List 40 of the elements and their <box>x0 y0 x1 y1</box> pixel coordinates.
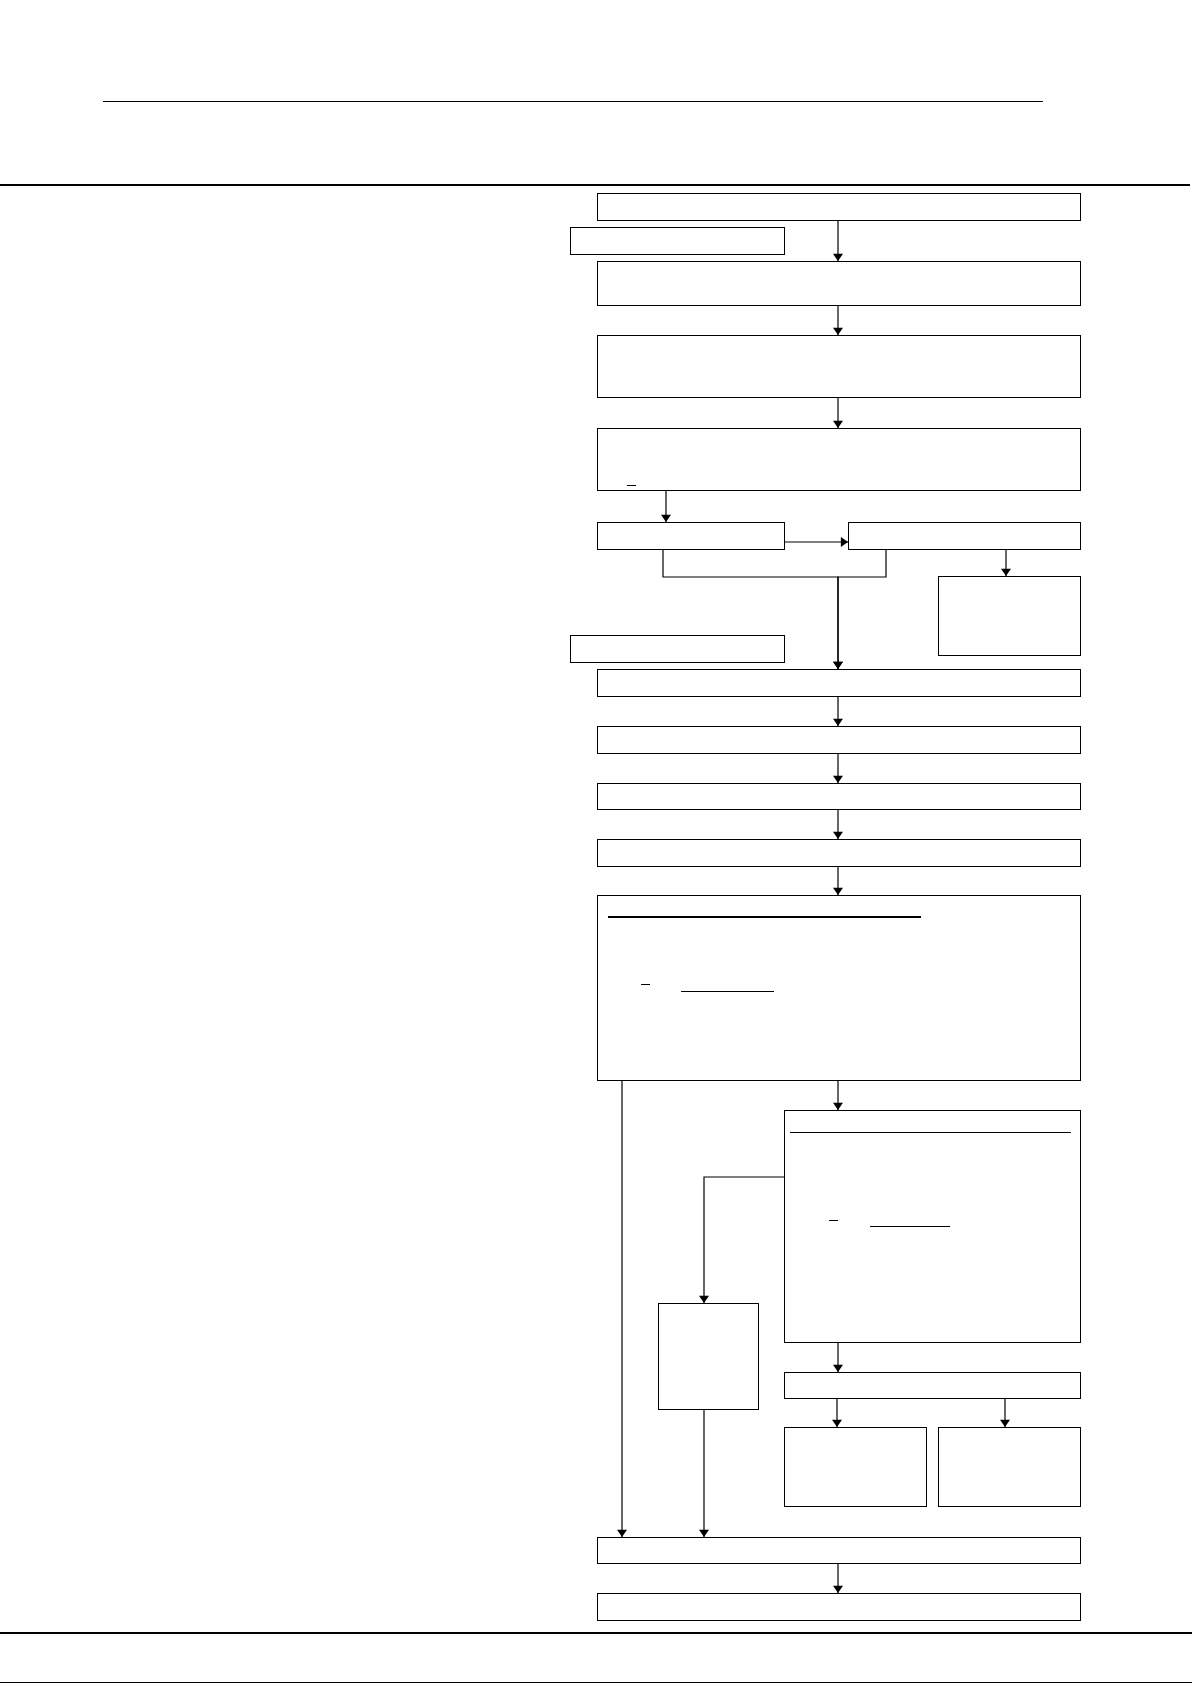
arrow <box>833 809 843 840</box>
process-box <box>597 522 785 550</box>
arrow <box>833 753 843 784</box>
process-box <box>597 839 1081 867</box>
arrow <box>1000 1398 1010 1428</box>
process-box <box>597 193 1081 221</box>
arrow <box>699 1176 785 1304</box>
process-box <box>597 726 1081 754</box>
arrow <box>784 537 849 547</box>
arrow <box>617 1080 627 1538</box>
arrow <box>833 1342 843 1373</box>
process-box <box>938 1427 1081 1507</box>
process-box <box>597 783 1081 810</box>
arrow <box>833 866 843 896</box>
process-box <box>848 522 1081 550</box>
process-box <box>570 227 785 255</box>
process-box <box>597 669 1081 697</box>
arrow <box>1001 549 1011 577</box>
process-box <box>597 1593 1081 1621</box>
process-box <box>597 1537 1081 1564</box>
arrow <box>833 397 843 429</box>
arrow <box>832 1398 842 1428</box>
arrow <box>833 1563 843 1594</box>
arrow <box>661 490 671 523</box>
arrow <box>833 220 843 262</box>
process-box <box>784 1110 1081 1343</box>
process-box <box>784 1427 927 1507</box>
process-box <box>658 1303 759 1410</box>
process-box <box>938 576 1081 656</box>
process-box <box>597 335 1081 398</box>
arrow <box>833 1080 843 1111</box>
process-box <box>784 1372 1081 1399</box>
arrow <box>833 305 843 336</box>
arrow <box>833 549 887 670</box>
process-box <box>597 261 1081 306</box>
process-box <box>597 428 1081 491</box>
process-box <box>597 895 1081 1081</box>
process-box <box>570 635 785 663</box>
arrow <box>833 696 843 727</box>
arrow <box>699 1409 709 1538</box>
